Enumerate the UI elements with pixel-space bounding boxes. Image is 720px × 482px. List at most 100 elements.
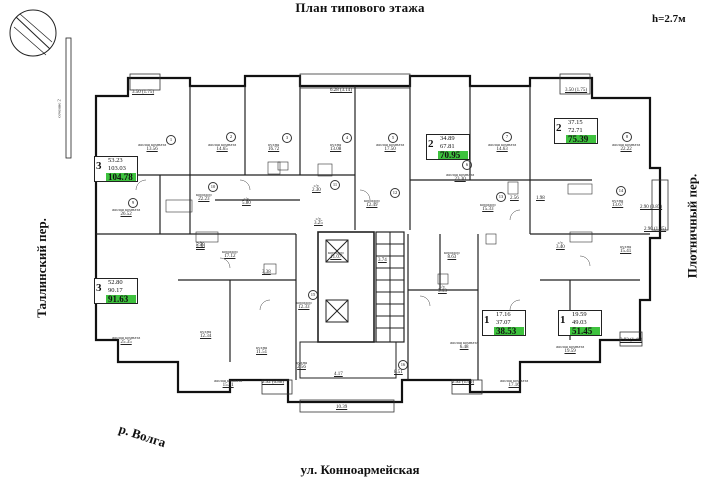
room-label: жилая комната xyxy=(446,172,475,177)
room-number: 6 xyxy=(462,160,472,170)
room-label: жилая комната xyxy=(488,142,517,147)
street-left: Таллинский пер. xyxy=(33,218,49,318)
room: 4.17 xyxy=(334,372,343,377)
room-number: 4 xyxy=(342,133,352,143)
room-area: 22.23 xyxy=(198,197,210,202)
room-number: 12 xyxy=(390,188,400,198)
room-label: с/у xyxy=(557,240,564,245)
room-label: жилая комната xyxy=(556,344,585,349)
room-label: кухня xyxy=(200,329,212,334)
room-area: 12.33 xyxy=(298,305,310,310)
side-note: сечение 2 xyxy=(56,99,62,118)
room-label: с/у xyxy=(315,216,322,221)
room-label: коридор xyxy=(444,250,460,255)
room-number-text: 1 xyxy=(166,135,176,145)
room-number: 10 xyxy=(208,182,218,192)
balcony-area: 2.92 (1.46) xyxy=(620,338,643,343)
room-number-text: 10 xyxy=(208,182,218,192)
room-label: жилая комната xyxy=(112,207,141,212)
balcony-area: 2.90 (1.45) xyxy=(644,227,667,232)
room-area: 2.56 xyxy=(297,365,306,370)
room-area: 5.30 xyxy=(196,243,205,248)
room-number: 2 xyxy=(226,132,236,142)
room-label: жилая комната xyxy=(138,142,167,147)
room-area: 15.11 xyxy=(222,383,234,388)
room-label: жилая комната xyxy=(112,335,141,340)
room: 3.38 xyxy=(262,270,271,275)
balcony-area: 2.90 (0.87) xyxy=(640,205,663,210)
ceiling-height: h=2.7м xyxy=(652,13,686,25)
room-label: коридор xyxy=(328,250,344,255)
compass-icon xyxy=(9,9,57,57)
room-label: жилая комната xyxy=(500,378,529,383)
room-label: с/у xyxy=(313,183,320,188)
room-number-text: 8 xyxy=(622,132,632,142)
room-number: 16 xyxy=(398,360,408,370)
room-area: 3.38 xyxy=(262,270,271,275)
room-area: 22.22 xyxy=(620,147,632,152)
room-number: 8 xyxy=(622,132,632,142)
room: 5.30 xyxy=(196,243,205,248)
room-label: жилая комната xyxy=(214,378,243,383)
room-area: 11.51 xyxy=(256,350,268,355)
room-label: коридор xyxy=(480,202,496,207)
room-number: 14 xyxy=(616,186,626,196)
room-area: 10.39 xyxy=(336,405,348,410)
room-area: 16.72 xyxy=(268,147,280,152)
room-area: 5.30 xyxy=(196,245,205,250)
room-label: с/у xyxy=(243,196,250,201)
street-bottom: ул. Конноармейская xyxy=(300,462,420,477)
fixtures xyxy=(165,161,593,285)
room-label: с/у xyxy=(197,240,204,245)
room-area: 3.74 xyxy=(378,258,387,263)
room-area: 26.52 xyxy=(120,212,132,217)
room-number: 13 xyxy=(496,192,506,202)
room-number-text: 13 xyxy=(496,192,506,202)
room-number-text: 4 xyxy=(342,133,352,143)
room-number-text: 3 xyxy=(282,133,292,143)
room-area: 14.65 xyxy=(216,147,228,152)
room-number: 11 xyxy=(330,180,340,190)
room-label: кухня xyxy=(268,142,280,147)
page-title: План типового этажа xyxy=(295,0,425,15)
room-area: 15.41 xyxy=(620,249,632,254)
room-area: 8.63 xyxy=(447,255,457,260)
room-area: 3.40 xyxy=(556,245,565,250)
room-number: 5 xyxy=(388,133,398,143)
room-label: с/у xyxy=(439,284,446,289)
room: 3.74 xyxy=(378,258,387,263)
balcony-area: 6.28 (3.14) xyxy=(330,88,353,93)
room-number-text: 9 xyxy=(128,198,138,208)
room-area: 13.56 xyxy=(146,147,158,152)
room-number-text: 12 xyxy=(390,188,400,198)
apartment-summary: 2 37.15 72.71 75.39 xyxy=(554,118,598,144)
room-area: 17.16 xyxy=(508,383,520,388)
room-number: 15 xyxy=(308,290,318,300)
room-area: 13.67 xyxy=(612,203,624,208)
room: 10.39 xyxy=(336,405,347,410)
room: 8.51 xyxy=(394,370,403,375)
room-number-text: 14 xyxy=(616,186,626,196)
